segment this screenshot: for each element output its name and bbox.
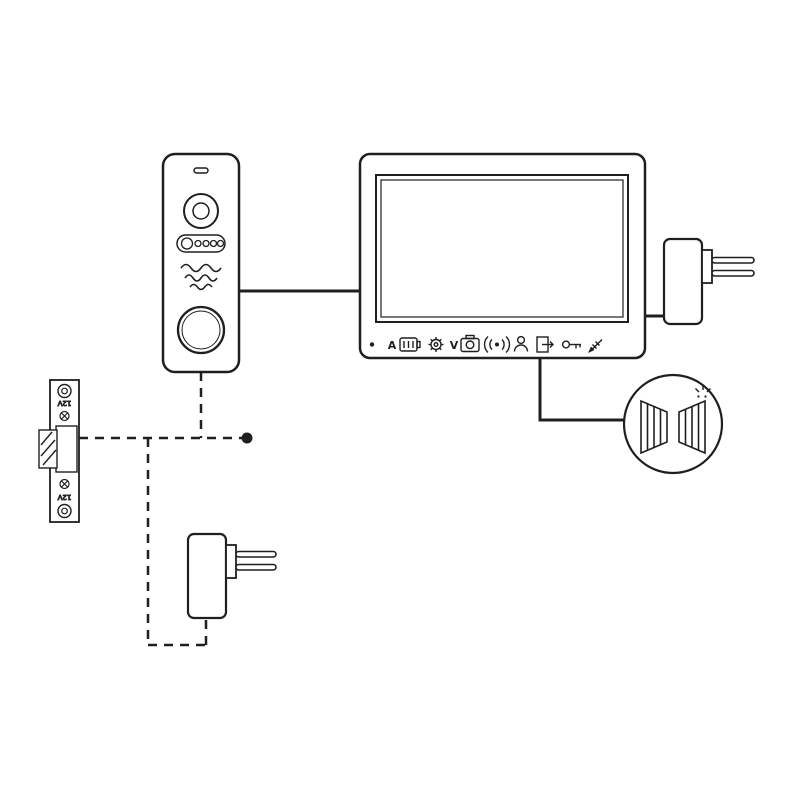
- doorstation-camera-lens: [192, 202, 210, 220]
- adapter-right-prong-bottom: [711, 269, 755, 277]
- button-v-label: V: [450, 339, 459, 352]
- intercom-signal-icon: [483, 335, 511, 354]
- strike-screw-cross-bottom: [59, 478, 70, 490]
- power-adapter-bottom: [186, 532, 277, 620]
- adapter-right-face: [701, 249, 713, 284]
- outdoor-door-station: [161, 152, 241, 374]
- adapter-bottom-face: [225, 544, 237, 579]
- adapter-bottom-body: [186, 532, 228, 620]
- strike-latch: [38, 429, 58, 469]
- adapter-right-body: [662, 237, 704, 326]
- wire-monitor-gate: [538, 358, 625, 422]
- doorstation-led-dots: [180, 237, 225, 250]
- indoor-monitor: A: [358, 152, 647, 360]
- monitor-button-row: A: [369, 334, 603, 354]
- strike-label-top: 12V: [57, 399, 71, 407]
- door-strike: 12V 12V: [38, 379, 80, 523]
- strike-screw-bottom-inner: [61, 507, 68, 515]
- adapter-bottom-prong-bottom: [235, 563, 277, 571]
- monitor-screen-inner: [380, 179, 624, 318]
- gate-circle-outline: [622, 373, 724, 475]
- power-adapter-right: [662, 237, 755, 326]
- camera-icon: [460, 334, 480, 353]
- doorstation-mic-slot: [193, 167, 209, 174]
- junction-dot: [241, 432, 253, 444]
- adjust-arrow-icon: [588, 339, 603, 353]
- doorstation-speaker-icon: [180, 263, 222, 291]
- button-a-label: A: [388, 339, 397, 352]
- settings-gear-icon: [428, 337, 444, 352]
- battery-icon: [399, 337, 421, 352]
- dashed-wires: [79, 372, 247, 647]
- gate-icon: [640, 399, 706, 455]
- adapter-right-prong-top: [711, 256, 755, 264]
- adapter-bottom-prong-top: [235, 550, 277, 558]
- power-led-icon: [369, 342, 375, 347]
- strike-opening: [55, 425, 78, 473]
- door-open-icon: [536, 336, 554, 353]
- strike-label-bottom: 12V: [57, 493, 71, 501]
- gate-signal-sparkle-icon: [695, 385, 711, 398]
- strike-screw-cross-top: [59, 410, 70, 422]
- solid-wires: [239, 289, 664, 422]
- key-unlock-icon: [561, 340, 581, 349]
- person-icon: [513, 335, 529, 352]
- doorstation-call-button-inner: [181, 310, 221, 350]
- strike-screw-top-inner: [61, 387, 68, 395]
- gate-option-circle: [622, 373, 724, 475]
